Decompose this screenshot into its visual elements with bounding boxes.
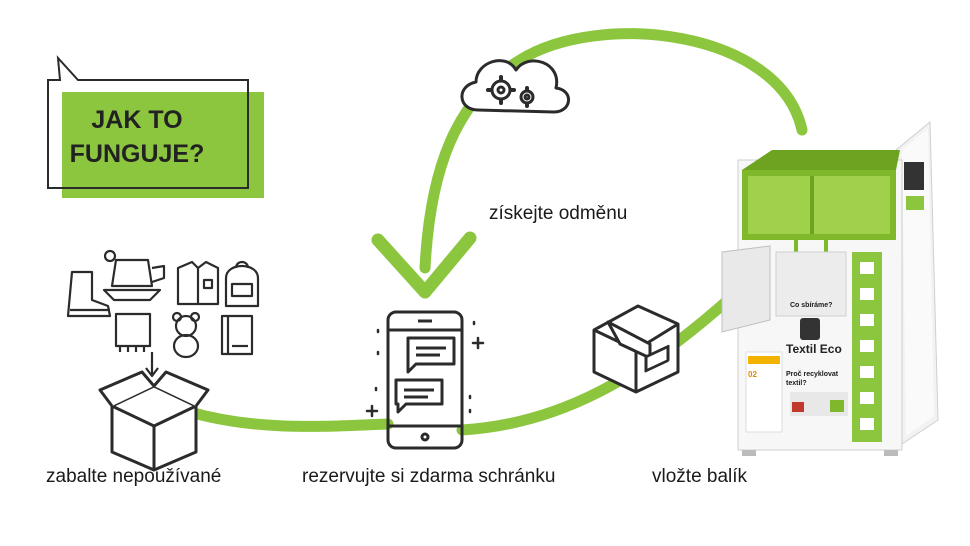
- arrow-icon: [371, 231, 477, 299]
- step-label-reserve: rezervujte si zdarma schránku: [302, 466, 556, 487]
- title-line-1: JAK TO: [91, 106, 183, 134]
- teapot-icon: [110, 258, 154, 288]
- book-icon: [220, 314, 254, 356]
- title-line-2: FUNGUJE?: [69, 140, 205, 168]
- boot-icon: [66, 270, 112, 318]
- backpack-icon: [224, 264, 260, 308]
- flow-line-kiosk-to-phone: [419, 28, 808, 274]
- kiosk-question: Co sbíráme?: [790, 302, 833, 309]
- step-label-pack: zabalte nepoužívané: [46, 466, 222, 487]
- title-green-box: [62, 92, 264, 198]
- flow-line-pack-to-phone: [184, 406, 394, 432]
- kiosk-tagline: Proč recyklovat textil?: [786, 371, 839, 387]
- towel-icon: [114, 312, 152, 348]
- shirt-icon: [176, 260, 220, 306]
- flow-line-phone-to-kiosk: [456, 294, 734, 436]
- step-label-reward: získejte odměnu: [489, 203, 628, 224]
- page-title: JAK TO FUNGUJE?: [62, 103, 212, 171]
- step-label-insert: vložte balík: [652, 466, 748, 487]
- kiosk-brand: Textil Eco: [786, 342, 842, 356]
- kiosk-step-number: 02: [748, 370, 757, 379]
